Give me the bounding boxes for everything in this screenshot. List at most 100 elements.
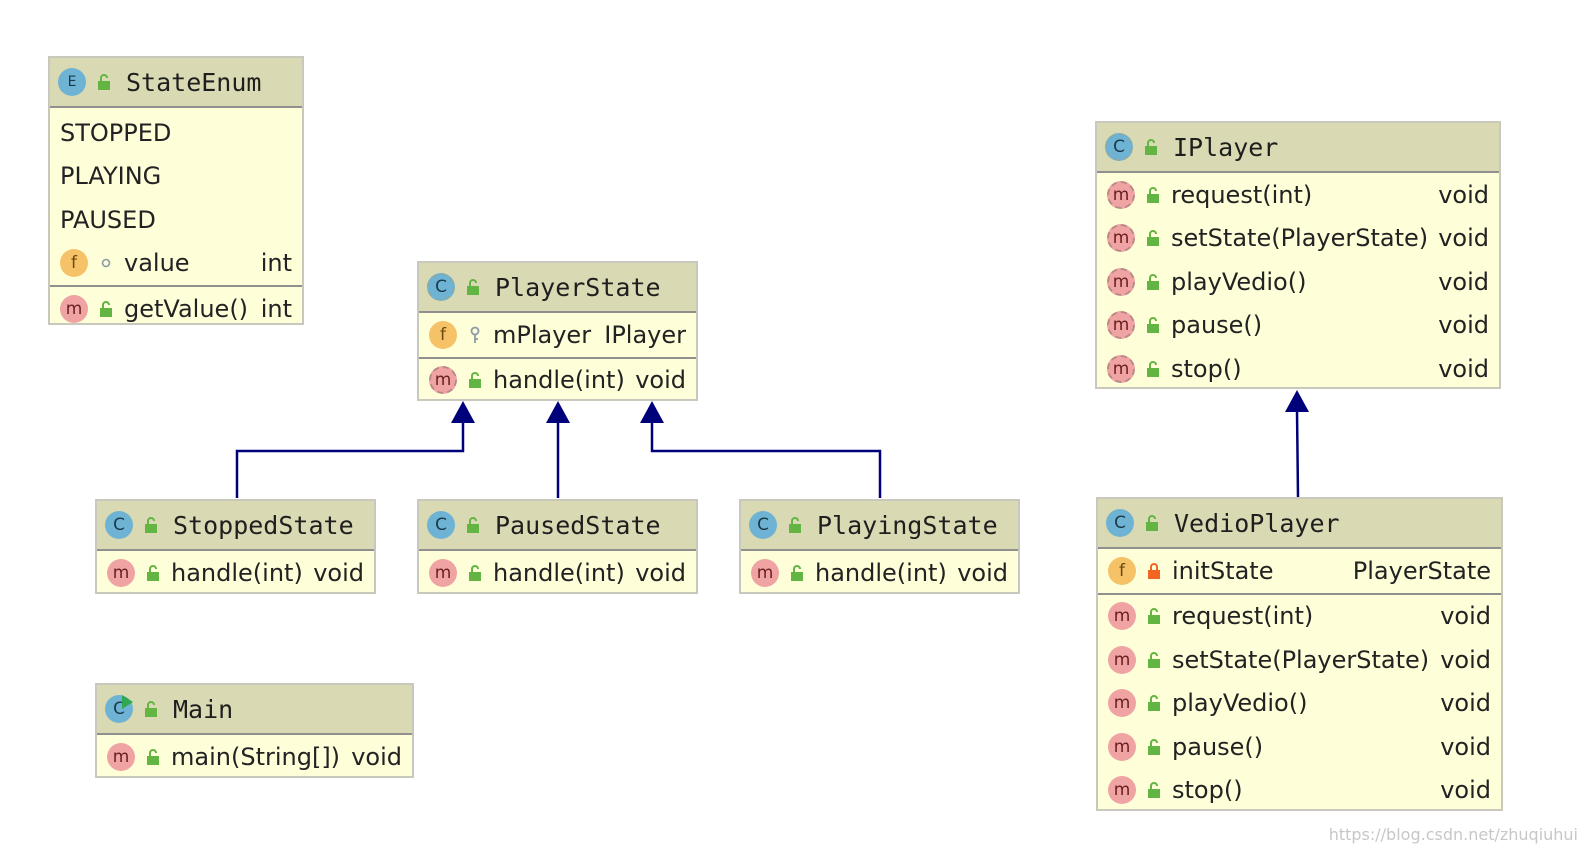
method-type: void	[351, 742, 402, 771]
method-name: handle(int)	[171, 558, 303, 587]
class-title: VedioPlayer	[1174, 508, 1340, 538]
abstract-method-icon: m	[1107, 224, 1135, 253]
class-main[interactable]: C Main m main(String[]) void	[95, 683, 414, 778]
public-lock-icon	[465, 278, 481, 296]
class-header: C VedioPlayer	[1098, 499, 1501, 549]
method-name: playVedio()	[1171, 267, 1307, 296]
class-stoppedstate[interactable]: C StoppedState m handle(int) void	[95, 499, 376, 594]
method-type: void	[1438, 354, 1489, 383]
arrow-stoppedstate-to-playerstate	[235, 420, 465, 498]
public-lock-icon	[145, 564, 161, 582]
method-name: stop()	[1171, 354, 1242, 383]
method-row: m setState(PlayerState) void	[1097, 217, 1499, 261]
class-playingstate[interactable]: C PlayingState m handle(int) void	[739, 499, 1020, 594]
method-icon: m	[107, 558, 135, 587]
enum-constant: PLAYING	[60, 162, 162, 191]
method-type: void	[313, 558, 364, 587]
method-name: setState(PlayerState)	[1171, 224, 1429, 253]
method-icon: m	[1108, 602, 1136, 631]
method-type: void	[1440, 689, 1491, 718]
method-row: m setState(PlayerState) void	[1098, 638, 1501, 682]
methods-section: m main(String[]) void	[97, 735, 412, 779]
class-header: E StateEnum	[50, 58, 302, 108]
method-type: void	[1440, 732, 1491, 761]
method-type: void	[957, 558, 1008, 587]
public-lock-icon	[145, 748, 161, 766]
class-vedioplayer[interactable]: C VedioPlayer f initState PlayerState m …	[1096, 497, 1503, 811]
class-title: PlayerState	[495, 272, 661, 302]
field-name: initState	[1172, 556, 1274, 585]
public-lock-icon	[1145, 360, 1161, 378]
method-row: m handle(int) void	[741, 551, 1018, 595]
method-row: m stop() void	[1097, 347, 1499, 391]
abstract-method-icon: m	[1107, 311, 1135, 340]
public-lock-icon	[1143, 138, 1159, 156]
class-title: StoppedState	[173, 510, 354, 540]
method-type: void	[635, 558, 686, 587]
public-lock-icon	[467, 564, 483, 582]
public-lock-icon	[143, 516, 159, 534]
public-lock-icon	[467, 371, 483, 389]
field-type: int	[260, 249, 292, 278]
abstract-method-icon: m	[1107, 354, 1135, 383]
class-title: IPlayer	[1173, 132, 1279, 162]
method-type: void	[635, 366, 686, 395]
abstract-method-icon: m	[1107, 180, 1135, 209]
method-type: void	[1440, 645, 1491, 674]
class-title: Main	[173, 694, 234, 724]
method-icon: m	[751, 558, 779, 587]
enum-constants: STOPPED PLAYING PAUSED f value int	[50, 108, 302, 285]
class-pausedstate[interactable]: C PausedState m handle(int) void	[417, 499, 698, 594]
field-row: f value int	[50, 242, 302, 286]
public-lock-icon	[1146, 607, 1162, 625]
field-icon: f	[429, 320, 457, 349]
public-lock-icon	[1146, 651, 1162, 669]
method-name: playVedio()	[1172, 689, 1308, 718]
method-name: getValue()	[124, 294, 249, 323]
method-row: m main(String[]) void	[97, 735, 412, 779]
methods-section: m handle(int) void	[419, 551, 696, 595]
public-lock-icon	[96, 73, 112, 91]
method-row: m playVedio() void	[1098, 682, 1501, 726]
method-icon: m	[429, 558, 457, 587]
public-lock-icon	[98, 300, 114, 318]
method-name: stop()	[1172, 776, 1243, 805]
arrowhead-stopped	[451, 401, 475, 423]
public-lock-icon	[1146, 738, 1162, 756]
abstract-method-icon: m	[429, 366, 457, 395]
method-type: void	[1438, 180, 1489, 209]
field-icon: f	[60, 249, 88, 278]
fields-section: f mPlayer IPlayer	[419, 313, 696, 357]
public-lock-icon	[789, 564, 805, 582]
static-method-icon: m	[107, 742, 135, 771]
method-row: m request(int) void	[1098, 595, 1501, 639]
methods-section: m request(int) void m setState(PlayerSta…	[1098, 592, 1501, 813]
class-iplayer[interactable]: C IPlayer m request(int) void m setState…	[1095, 121, 1501, 389]
class-stateenum[interactable]: E StateEnum STOPPED PLAYING PAUSED f val…	[48, 56, 304, 325]
field-row: f mPlayer IPlayer	[419, 313, 696, 357]
class-header: C Main	[97, 685, 412, 735]
method-name: request(int)	[1172, 602, 1314, 631]
enum-constant: STOPPED	[60, 118, 172, 147]
method-name: handle(int)	[493, 366, 625, 395]
method-row: m handle(int) void	[419, 551, 696, 595]
public-lock-icon	[1145, 229, 1161, 247]
method-icon: m	[1108, 776, 1136, 805]
methods-section: m request(int) void m setState(PlayerSta…	[1097, 173, 1499, 391]
class-title: StateEnum	[126, 67, 262, 97]
method-row: m handle(int) void	[419, 359, 696, 403]
method-row: m handle(int) void	[97, 551, 374, 595]
class-playerstate[interactable]: C PlayerState f mPlayer IPlayer m handle…	[417, 261, 698, 401]
field-icon: f	[1108, 556, 1136, 585]
public-lock-icon	[1146, 781, 1162, 799]
method-name: handle(int)	[493, 558, 625, 587]
method-type: void	[1440, 776, 1491, 805]
public-lock-icon	[1145, 186, 1161, 204]
method-row: m pause() void	[1097, 304, 1499, 348]
arrowhead-paused	[546, 401, 570, 423]
methods-section: m handle(int) void	[741, 551, 1018, 595]
method-name: pause()	[1172, 732, 1264, 761]
field-name: mPlayer	[493, 320, 592, 349]
class-icon: C	[427, 511, 455, 539]
